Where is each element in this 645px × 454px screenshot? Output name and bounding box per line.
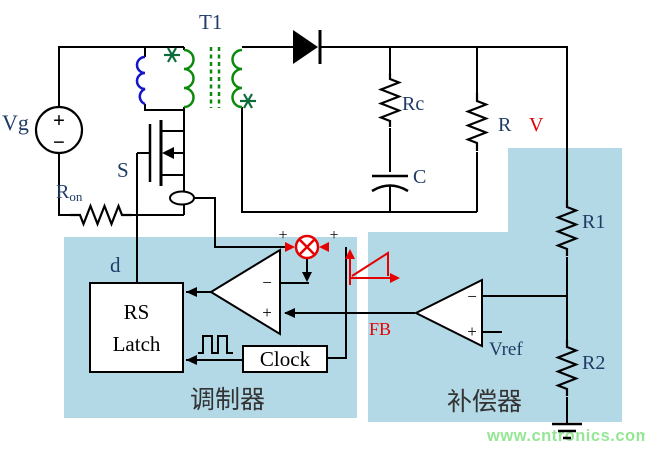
- magnetizing-bottom-lead: [144, 104, 184, 111]
- rs-latch-line2: Latch: [112, 331, 161, 356]
- comparator-output-arrow: [186, 287, 197, 297]
- cap-label: C: [413, 166, 427, 188]
- summer-x: [298, 238, 316, 256]
- current-sensor: [169, 190, 195, 206]
- pwm-comparator: [209, 248, 281, 336]
- compensator-caption: 补偿器: [447, 389, 523, 416]
- source-minus-sign: −: [53, 130, 65, 154]
- summer-multiplier: + +: [278, 227, 339, 260]
- clock-label: Clock: [259, 346, 311, 371]
- mosfet-switch: [137, 120, 184, 186]
- sense-signal-wire: [194, 197, 293, 248]
- ramp-signal-wire: [328, 247, 347, 359]
- output-rail: [321, 46, 568, 200]
- summer-right-arrow: [319, 242, 329, 252]
- ron-label: Ron: [56, 182, 82, 203]
- pwm-comparator-minus-sign: −: [262, 273, 272, 292]
- load-label: R: [498, 114, 512, 136]
- modulator-caption: 调制器: [190, 387, 266, 414]
- rs-latch-box: RS Latch: [89, 282, 184, 373]
- r1-label: R1: [582, 211, 606, 233]
- output-capacitor: [371, 174, 409, 193]
- resistor-r2: [554, 340, 580, 396]
- fb-label: FB: [369, 319, 392, 339]
- duty-label: d: [110, 253, 121, 277]
- r2-label: R2: [582, 352, 606, 374]
- ron-label-main: R: [56, 181, 70, 203]
- pwm-comparator-plus-sign: +: [262, 303, 272, 322]
- switch-label: S: [117, 158, 129, 182]
- rs-latch-line1: RS: [123, 299, 150, 324]
- compensator-region-upper: [508, 148, 622, 232]
- transformer-t1: [135, 47, 256, 109]
- clock-pulse-glyph: [198, 335, 233, 354]
- ramp-up-arrow: [345, 249, 355, 259]
- opamp-plus-sign: +: [467, 322, 477, 341]
- resistor-ron: [70, 202, 132, 228]
- magnetizing-inductor: [135, 55, 146, 106]
- summer-output-arrow: [302, 272, 312, 282]
- resistor-load: [464, 93, 490, 151]
- mosfet-arrow: [162, 147, 174, 159]
- clock-box: Clock: [242, 345, 328, 373]
- source-circle: [34, 105, 84, 155]
- sawtooth-ramp-annotation: [345, 249, 400, 285]
- error-amplifier: [413, 278, 483, 348]
- watermark: www.cntronics.com: [487, 427, 645, 445]
- clock-arrow: [186, 355, 197, 365]
- secondary-bottom-rail: [241, 107, 477, 213]
- opamp-minus-sign: −: [467, 287, 477, 306]
- primary-winding: [183, 48, 195, 109]
- ron-label-sub: on: [69, 189, 83, 204]
- source-plus-sign: +: [53, 108, 65, 132]
- secondary-winding: [231, 48, 243, 109]
- ramp-right-arrow: [390, 273, 400, 283]
- summer-plus-right-sign: +: [329, 227, 338, 244]
- summer-plus-left-sign: +: [278, 227, 287, 244]
- vg-label: Vg: [2, 110, 29, 135]
- compensator-region-lower: [368, 232, 622, 422]
- input-source: + −: [34, 105, 84, 155]
- resistors: [70, 73, 580, 396]
- source-return-wire: [58, 153, 70, 216]
- output-voltage-label: V: [529, 114, 544, 136]
- cap-plate-bottom: [371, 184, 409, 193]
- resistor-r1: [554, 200, 580, 256]
- rc-label: Rc: [402, 93, 425, 115]
- diode-triangle: [293, 30, 318, 64]
- summer-left-arrow: [285, 242, 295, 252]
- top-rail-left: [58, 46, 184, 108]
- output-diode: [293, 30, 322, 64]
- ground-symbol: [552, 422, 582, 440]
- resistor-rc: [377, 73, 403, 127]
- vref-label: Vref: [489, 339, 523, 360]
- secondary-dot-marker: [240, 93, 256, 109]
- t1-label: T1: [199, 10, 223, 34]
- primary-dot-marker: [164, 47, 180, 63]
- fb-arrow: [284, 308, 295, 318]
